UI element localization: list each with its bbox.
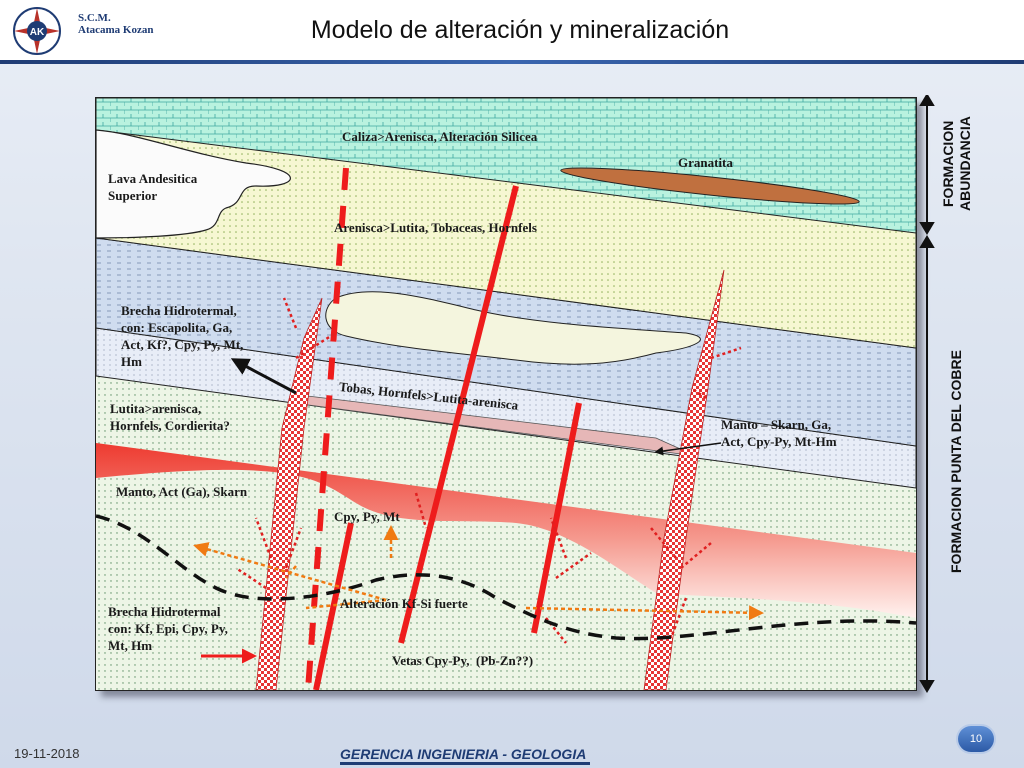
label-brecha-top: Brecha Hidrotermal, con: Escapolita, Ga,… xyxy=(121,303,244,369)
company-logo: AK xyxy=(13,7,61,55)
formation-brackets xyxy=(919,95,935,693)
label-arenisca: Arenisca>Lutita, Tobaceas, Hornfels xyxy=(334,220,537,235)
granatita-body xyxy=(560,167,860,205)
page-title: Modelo de alteración y mineralización xyxy=(310,16,730,44)
brecha-pointer-arrow xyxy=(230,358,297,395)
caliza-layer xyxy=(96,98,916,234)
manto-layer xyxy=(96,443,916,618)
label-brecha-bottom: Brecha Hidrotermal con: Kf, Epi, Cpy, Py… xyxy=(108,604,228,653)
geology-diagram: Caliza>Arenisca, Alteración Silicea Gran… xyxy=(95,97,917,691)
page-number: 10 xyxy=(958,726,994,752)
logo-initials: AK xyxy=(30,27,45,38)
label-cpy: Cpy, Py, Mt xyxy=(334,509,400,524)
vein-main xyxy=(398,185,519,644)
label-granatita: Granatita xyxy=(678,155,733,170)
orange-arrows xyxy=(193,525,764,621)
header-divider xyxy=(0,60,1024,64)
vein-dashed xyxy=(305,167,349,690)
label-caliza: Caliza>Arenisca, Alteración Silicea xyxy=(342,129,538,144)
label-manto-skarn: Manto – Skarn, Ga, Act, Cpy-Py, Mt-Hm xyxy=(721,417,837,449)
alteration-dots xyxy=(235,297,742,644)
header xyxy=(0,0,1024,62)
label-alteracion: Alteración Kf-Si fuerte xyxy=(340,596,468,611)
lava-andesitica-body xyxy=(96,129,291,239)
organization-name: S.C.M. Atacama Kozan xyxy=(78,12,153,36)
label-manto-act: Manto, Act (Ga), Skarn xyxy=(116,484,248,499)
org-line-2: Atacama Kozan xyxy=(78,24,154,36)
manto-pointer-arrow xyxy=(654,442,722,456)
label-lutita: Lutita>arenisca, Hornfels, Cordierita? xyxy=(110,401,230,433)
lens-body xyxy=(325,291,701,365)
footer-date: 19-11-2018 xyxy=(14,746,80,761)
label-vetas: Vetas Cpy-Py, (Pb-Zn??) xyxy=(392,653,534,668)
breccia-pipe-left xyxy=(255,297,323,690)
org-line-1: S.C.M. xyxy=(78,12,111,24)
label-formacion-abundancia: FORMACION ABUNDANCIA xyxy=(940,116,973,212)
alteration-contact xyxy=(96,514,916,641)
breccia-pipe-right xyxy=(643,269,725,690)
label-lava: Lava Andesitica Superior xyxy=(108,171,198,203)
label-formacion-punta: FORMACION PUNTA DEL COBRE xyxy=(948,350,964,574)
vein-right xyxy=(531,402,582,634)
footer-department: GERENCIA INGENIERIA - GEOLOGIA xyxy=(340,746,587,762)
footer-underline xyxy=(340,762,590,765)
